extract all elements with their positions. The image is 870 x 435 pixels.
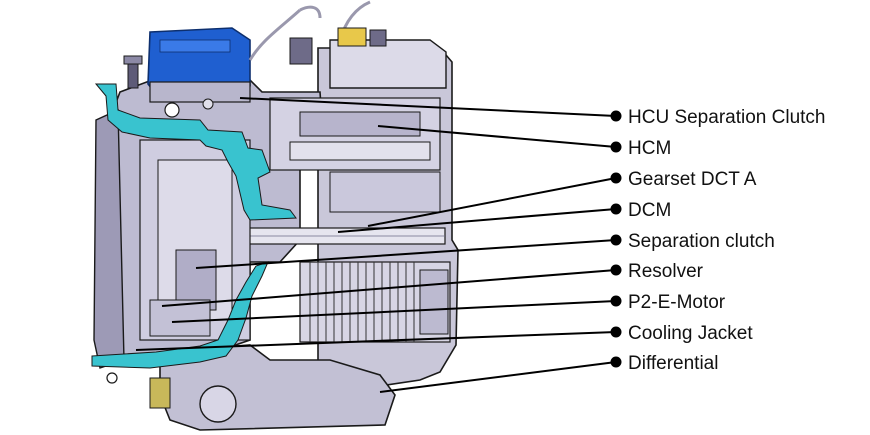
label-gearset-dct-a: Gearset DCT A (628, 169, 757, 190)
label-separation-clutch: Separation clutch (628, 231, 775, 252)
leader-p2-e-motor (171, 300, 617, 323)
cooling-jacket (94, 83, 297, 221)
leader-hcm (377, 125, 617, 148)
wiring-harness (248, 0, 387, 65)
label-p2-e-motor: P2-E-Motor (628, 292, 726, 313)
leader-dot-6 (610, 264, 622, 276)
leader-dot-4 (610, 203, 622, 215)
leader-dot-9 (610, 356, 622, 368)
leader-dot-2 (610, 141, 622, 153)
top-rear-cover (329, 39, 447, 89)
gear-pack (299, 261, 451, 343)
drain-plug (106, 372, 118, 384)
leader-dot-8 (610, 326, 622, 338)
hcu-block (147, 27, 251, 118)
leader-dot-5 (610, 234, 622, 246)
leader-cooling-jacket (135, 331, 617, 351)
label-cooling-jacket: Cooling Jacket (628, 323, 753, 344)
callout-labels: HCU Separation Clutch HCM Gearset DCT A … (628, 107, 825, 374)
label-hcm: HCM (628, 138, 671, 159)
leader-resolver (161, 269, 617, 307)
leader-hcu-separation-clutch (239, 97, 617, 117)
label-resolver: Resolver (628, 261, 704, 282)
leader-gearset-dct-a (367, 177, 617, 227)
leader-separation-clutch (195, 239, 617, 269)
label-dcm: DCM (628, 200, 671, 221)
e-motor-region (139, 139, 251, 341)
leader-lines (135, 97, 622, 393)
bottom-bracket (149, 377, 171, 409)
leader-dcm (337, 208, 617, 233)
leader-dot-1 (610, 110, 622, 122)
bell-flange (93, 108, 125, 369)
leader-dot-3 (610, 172, 622, 184)
leader-dot-7 (610, 295, 622, 307)
left-sensor (123, 55, 143, 89)
label-differential: Differential (628, 353, 718, 374)
label-hcu-separation-clutch: HCU Separation Clutch (628, 107, 825, 128)
diff-bearing (199, 385, 237, 423)
upper-gearset (269, 97, 441, 213)
transmission-illustration (91, 0, 459, 431)
cooling-jacket-lower (91, 261, 269, 369)
leader-differential (379, 361, 617, 393)
